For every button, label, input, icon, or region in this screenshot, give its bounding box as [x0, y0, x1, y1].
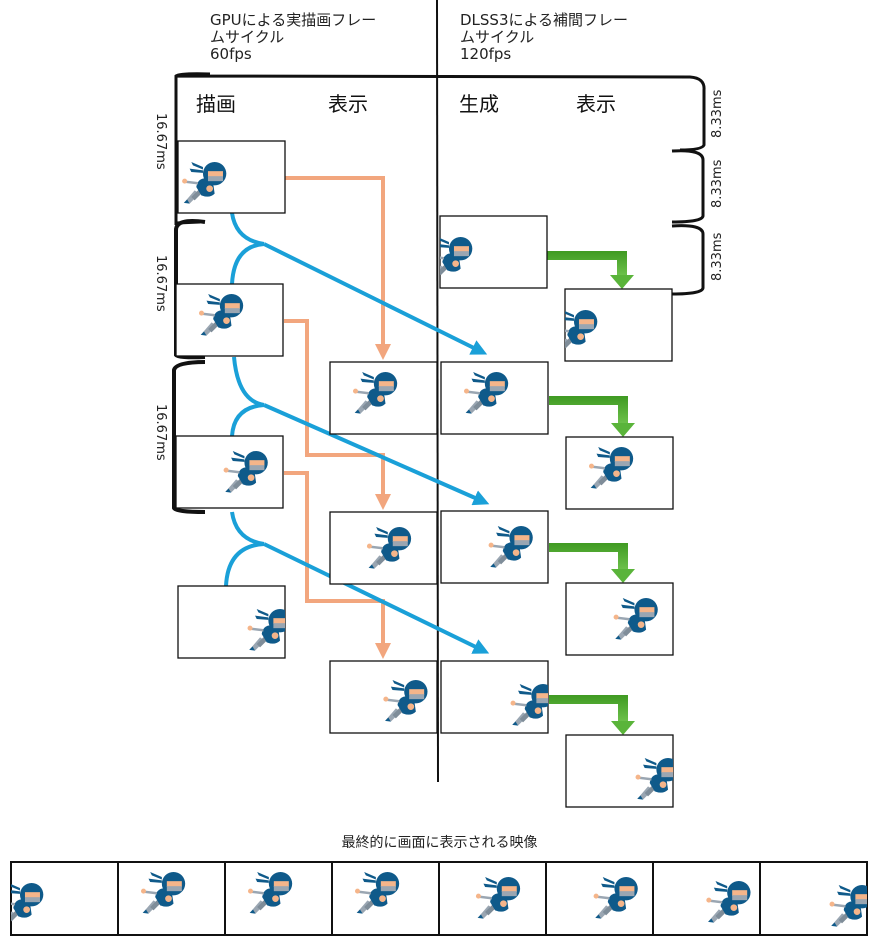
display-arrow-3: [284, 471, 391, 659]
final-frame-3: [224, 861, 333, 936]
frame-box: [545, 861, 654, 936]
frame-box: [177, 140, 286, 214]
final-frame-6: [545, 861, 654, 936]
final-frame-8: [759, 861, 868, 936]
display_right-frame-1: [564, 288, 673, 362]
render-frame-1: [177, 140, 286, 214]
interp-display-arrow-4: [549, 695, 635, 735]
display-arrow-1: [285, 176, 391, 360]
dlss-cycle-header: DLSS3による補間フレー ムサイクル 120fps: [460, 11, 629, 63]
interp-display-arrow-2: [549, 396, 635, 437]
frame-box: [759, 861, 868, 936]
merge-curve-lower-3: [224, 542, 265, 587]
display_right-frame-2: [565, 436, 674, 510]
final-frame-4: [331, 861, 440, 936]
display_left-frame-3: [329, 660, 438, 734]
final-output-caption: 最終的に画面に表示される映像: [341, 835, 538, 851]
display_right-frame-3: [565, 582, 674, 656]
frame-box: [565, 734, 674, 808]
column-generate-label: 生成: [459, 92, 499, 116]
interp-display-arrow-1: [547, 251, 634, 289]
generate-frame-1: [439, 215, 548, 289]
generate-frame-4: [440, 660, 549, 734]
merge-curve-upper-2: [232, 356, 265, 407]
final-frame-7: [652, 861, 761, 936]
gpu-cycle-header: GPUによる実描画フレー ムサイクル 60fps: [210, 11, 377, 63]
generate-frame-2: [440, 361, 549, 435]
final-frame-5: [438, 861, 547, 936]
generate-arrow-3: [263, 542, 490, 654]
column-display-right-label: 表示: [576, 92, 616, 116]
frame-box: [177, 585, 286, 659]
display_left-frame-2: [329, 511, 438, 585]
final-frame-1: [10, 861, 119, 936]
generate-arrow-1: [263, 242, 488, 355]
bracket-right-2: [671, 224, 705, 296]
display_right-frame-4: [565, 734, 674, 808]
merge-curve-lower-2: [230, 403, 265, 437]
generate-frame-3: [440, 510, 549, 584]
display_left-frame-1: [329, 361, 438, 435]
final-frame-2: [117, 861, 226, 936]
frame-box: [440, 660, 549, 734]
merge-curve-lower-1: [230, 242, 265, 285]
display-arrow-2: [284, 319, 391, 510]
merge-curve-upper-1: [230, 212, 265, 246]
interp-display-arrow-3: [549, 543, 635, 583]
render-frame-2: [175, 283, 284, 357]
merge-curve-upper-3: [230, 511, 265, 546]
generate-arrow-2: [263, 403, 490, 506]
column-display-left-label: 表示: [328, 92, 368, 116]
render-frame-4: [177, 585, 286, 659]
timeline-bracket-top: [174, 72, 706, 225]
bracket-left-3: [172, 360, 206, 514]
bracket-right-1: [671, 149, 705, 224]
render-frame-3: [175, 435, 284, 509]
column-render-label: 描画: [196, 92, 236, 116]
